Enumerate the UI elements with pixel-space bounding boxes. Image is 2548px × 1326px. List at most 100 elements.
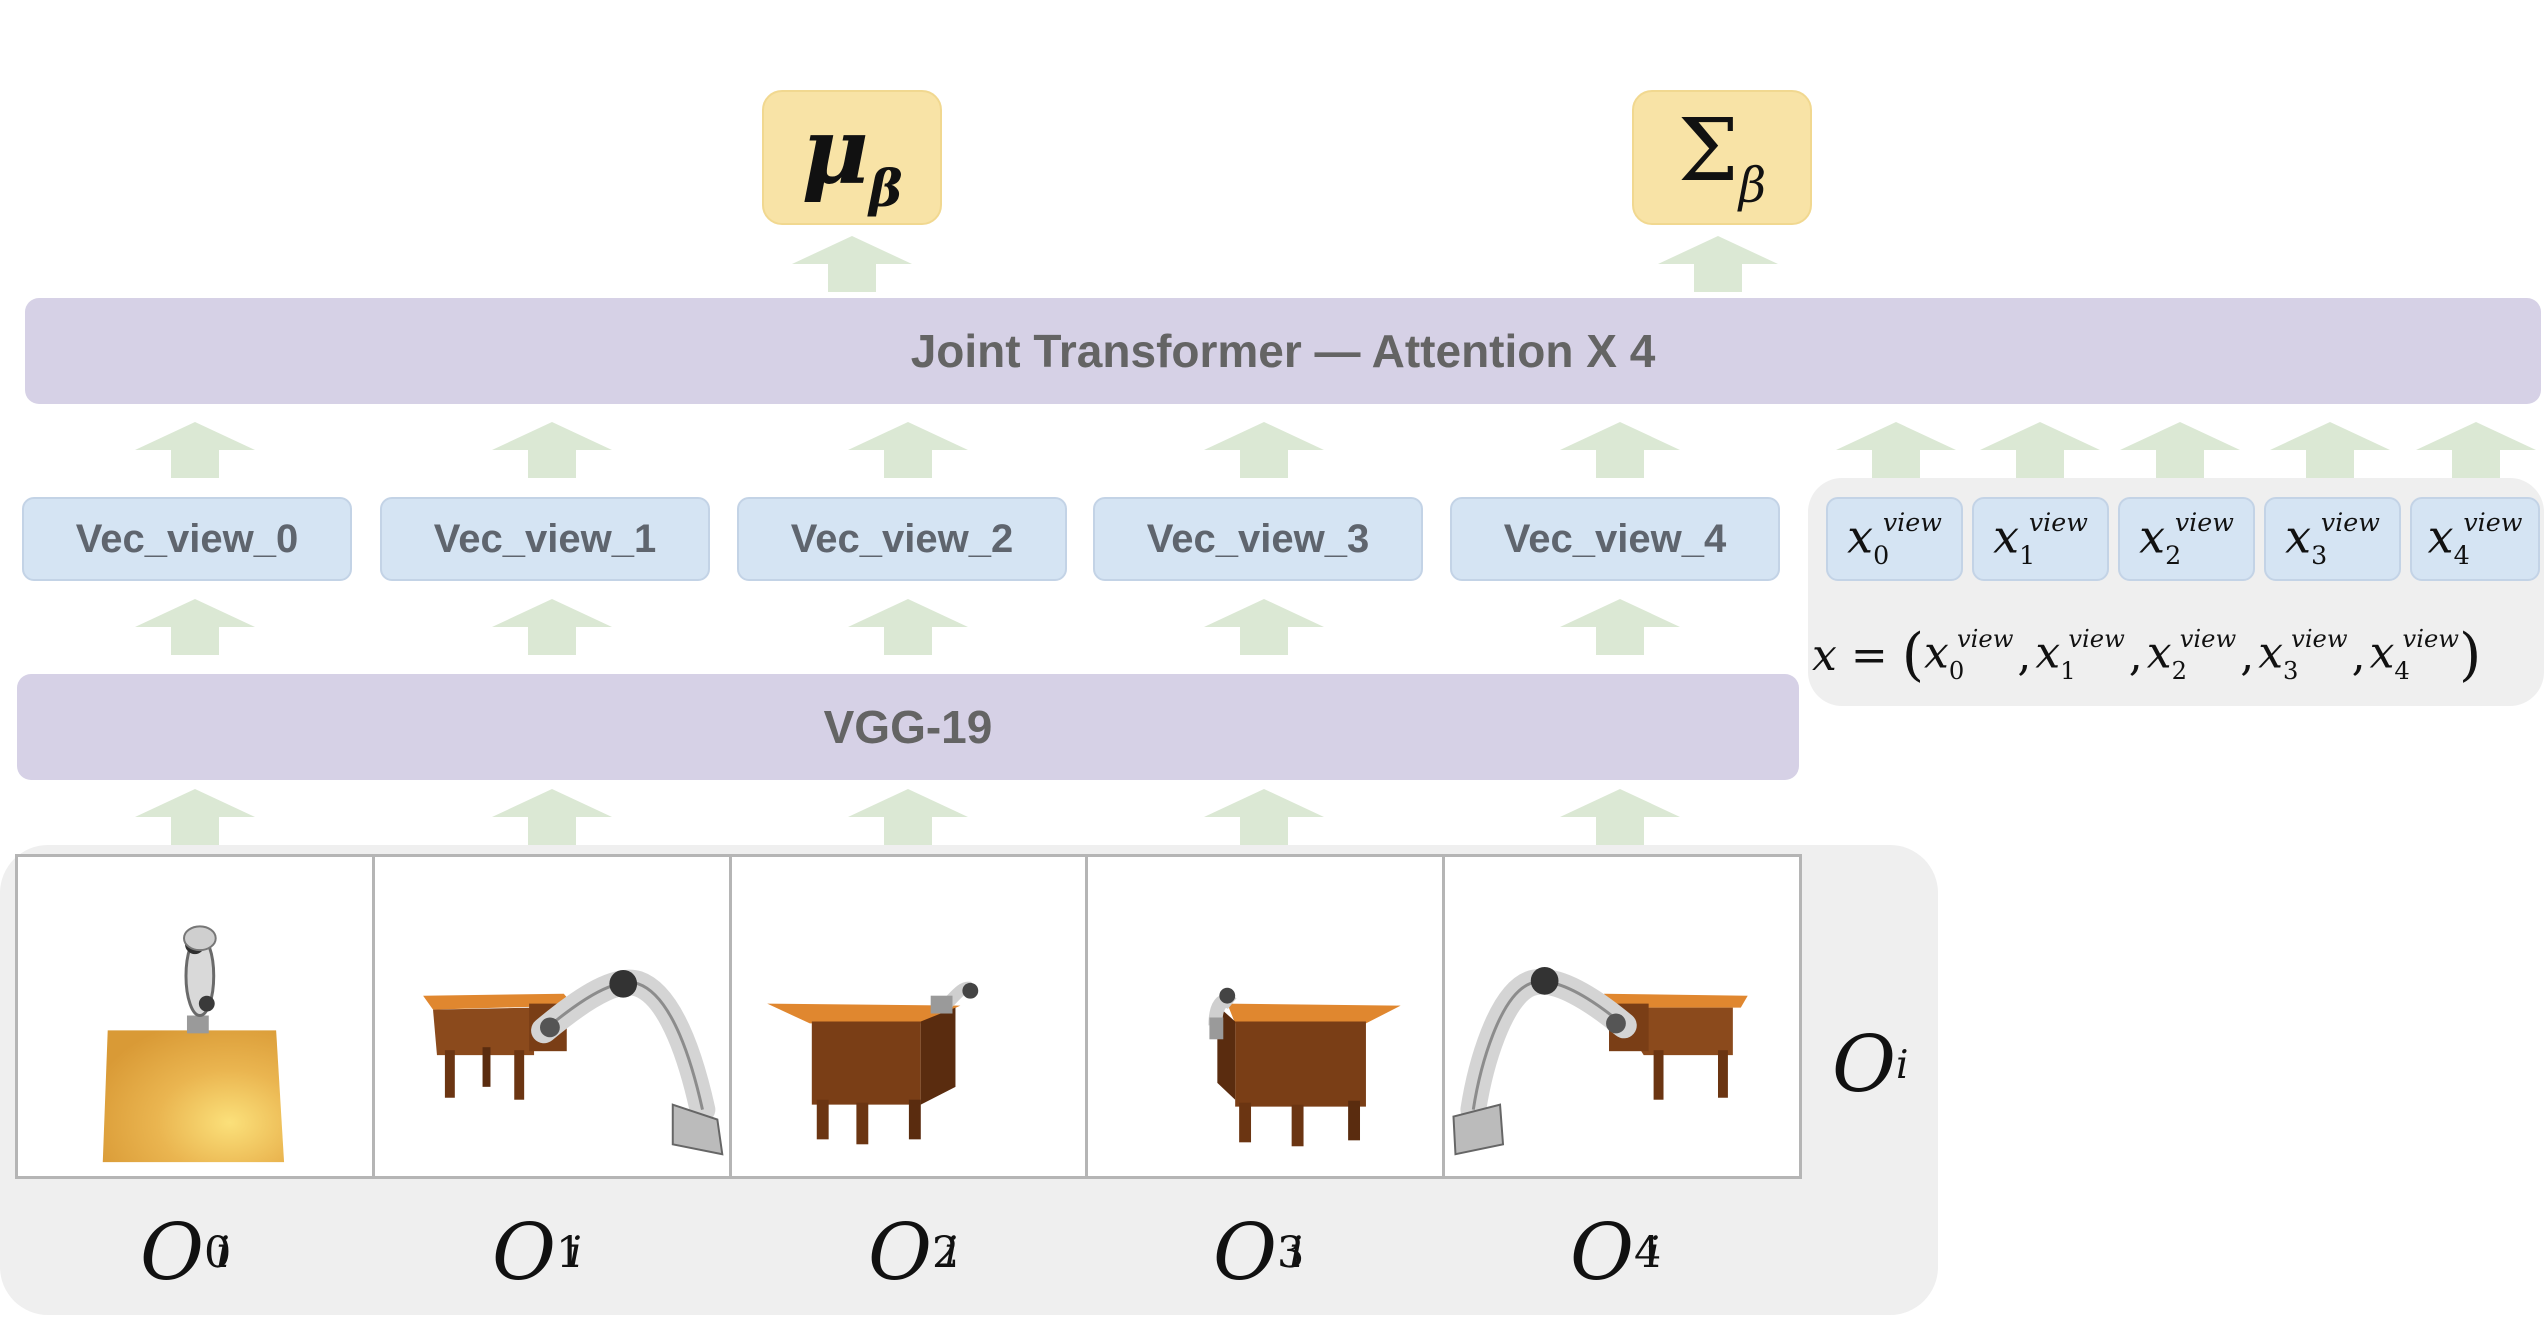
observation-symbol: O (492, 1208, 556, 1298)
vec-view-4: Vec_view_4 (1450, 497, 1780, 581)
equation-separator: , (2240, 629, 2255, 681)
vec-view-1-label: Vec_view_1 (433, 516, 657, 561)
xview-symbol: x (2139, 509, 2166, 564)
up-arrow-13 (492, 599, 612, 655)
equation-separator: , (2351, 629, 2366, 681)
xview-symbol: x (2427, 509, 2454, 564)
robot-front-view-image (766, 981, 978, 1145)
xview-box-4: x4view (2410, 497, 2540, 581)
xview-box-2: x2view (2118, 497, 2255, 581)
observation-index: 4 (1633, 1228, 1662, 1278)
up-arrow-12 (135, 599, 255, 655)
equation-separator: , (2128, 629, 2143, 681)
xview-index: 3 (2283, 656, 2299, 685)
xview-superscript: view (2068, 625, 2125, 654)
xview-superscript: view (2174, 508, 2234, 538)
observation-superscript: i (216, 1228, 230, 1278)
sigma-subscript: β (1738, 158, 1767, 214)
equation-lhs: x (1812, 629, 1837, 681)
xview-index: 2 (2165, 540, 2182, 570)
xview-symbol: x (1993, 509, 2020, 564)
xview-symbol: x (2258, 627, 2284, 679)
vec-view-2-label: Vec_view_2 (790, 516, 1014, 561)
up-arrow-9 (2120, 422, 2240, 478)
vgg19-bar: VGG-19 (17, 674, 1799, 780)
observation-symbol: O (1213, 1208, 1277, 1298)
vec-view-2: Vec_view_2 (737, 497, 1067, 581)
mu-beta-output: μβ (762, 90, 942, 225)
vec-view-3: Vec_view_3 (1093, 497, 1423, 581)
vec-view-3-label: Vec_view_3 (1146, 516, 1370, 561)
observation-index: 3 (1276, 1228, 1305, 1278)
xview-superscript: view (1882, 508, 1942, 538)
observation-superscript: i (1895, 1042, 1909, 1088)
observation-index: 2 (931, 1228, 960, 1278)
robot-side-view-image (422, 969, 724, 1156)
camera-view-4 (1445, 857, 1799, 1176)
camera-view-3 (1088, 857, 1446, 1176)
xview-superscript: view (2028, 508, 2088, 538)
xview-index: 0 (1873, 540, 1890, 570)
xview-box-1: x1view (1972, 497, 2109, 581)
observation-symbol: O (1832, 1020, 1896, 1110)
observation-symbol: O (868, 1208, 932, 1298)
camera-view-0 (18, 857, 375, 1176)
observation-index: 1 (555, 1228, 584, 1278)
robot-back-view-image (1208, 987, 1402, 1147)
vec-view-0: Vec_view_0 (22, 497, 352, 581)
xview-index: 1 (2060, 656, 2076, 685)
robot-opposite-side-view-image (1452, 966, 1748, 1156)
observation-superscript: i (944, 1228, 958, 1278)
xview-superscript: view (2320, 508, 2380, 538)
xview-symbol: x (2369, 627, 2395, 679)
up-arrow-10 (2270, 422, 2390, 478)
up-arrow-11 (2416, 422, 2536, 478)
mu-symbol: μ (801, 97, 869, 206)
xview-index: 2 (2171, 656, 2188, 685)
observation-symbol: O (140, 1208, 204, 1298)
robot-top-view-image (102, 925, 285, 1163)
equation-open-paren: ( (1901, 622, 1925, 688)
up-arrow-16 (1560, 599, 1680, 655)
up-arrow-0 (792, 236, 912, 292)
up-arrow-14 (848, 599, 968, 655)
up-arrow-15 (1204, 599, 1324, 655)
xview-superscript: view (2179, 625, 2237, 654)
camera-view-1 (374, 857, 732, 1176)
up-arrow-17 (135, 789, 255, 845)
up-arrow-18 (492, 789, 612, 845)
xview-box-3: x3view (2264, 497, 2401, 581)
xview-index: 4 (2453, 540, 2470, 570)
xview-symbol: x (1924, 627, 1949, 679)
xview-index: 3 (2311, 540, 2328, 570)
mu-subscript: β (868, 157, 903, 218)
joint-transformer-label: Joint Transformer — Attention X 4 (910, 325, 1656, 377)
vgg19-label: VGG-19 (823, 701, 993, 753)
observation-superscript: i (1646, 1228, 1660, 1278)
joint-transformer-bar: Joint Transformer — Attention X 4 (25, 298, 2541, 404)
xview-superscript: view (2291, 625, 2348, 654)
observation-index: 0 (203, 1228, 232, 1278)
xview-symbol: x (1847, 509, 1874, 564)
equation-separator: , (2017, 629, 2032, 681)
xview-symbol: x (2035, 627, 2061, 679)
camera-view-2 (731, 857, 1089, 1176)
xview-symbol: x (2285, 509, 2312, 564)
up-arrow-7 (1836, 422, 1956, 478)
equation-close-paren: ) (2458, 622, 2482, 688)
camera-views (15, 854, 1802, 1179)
xview-index: 0 (1948, 656, 1965, 685)
up-arrow-2 (135, 422, 255, 478)
xview-symbol: x (2146, 627, 2172, 679)
vec-view-0-label: Vec_view_0 (75, 516, 299, 561)
up-arrow-3 (492, 422, 612, 478)
up-arrow-8 (1980, 422, 2100, 478)
up-arrow-21 (1560, 789, 1680, 845)
vec-view-4-label: Vec_view_4 (1503, 516, 1727, 561)
